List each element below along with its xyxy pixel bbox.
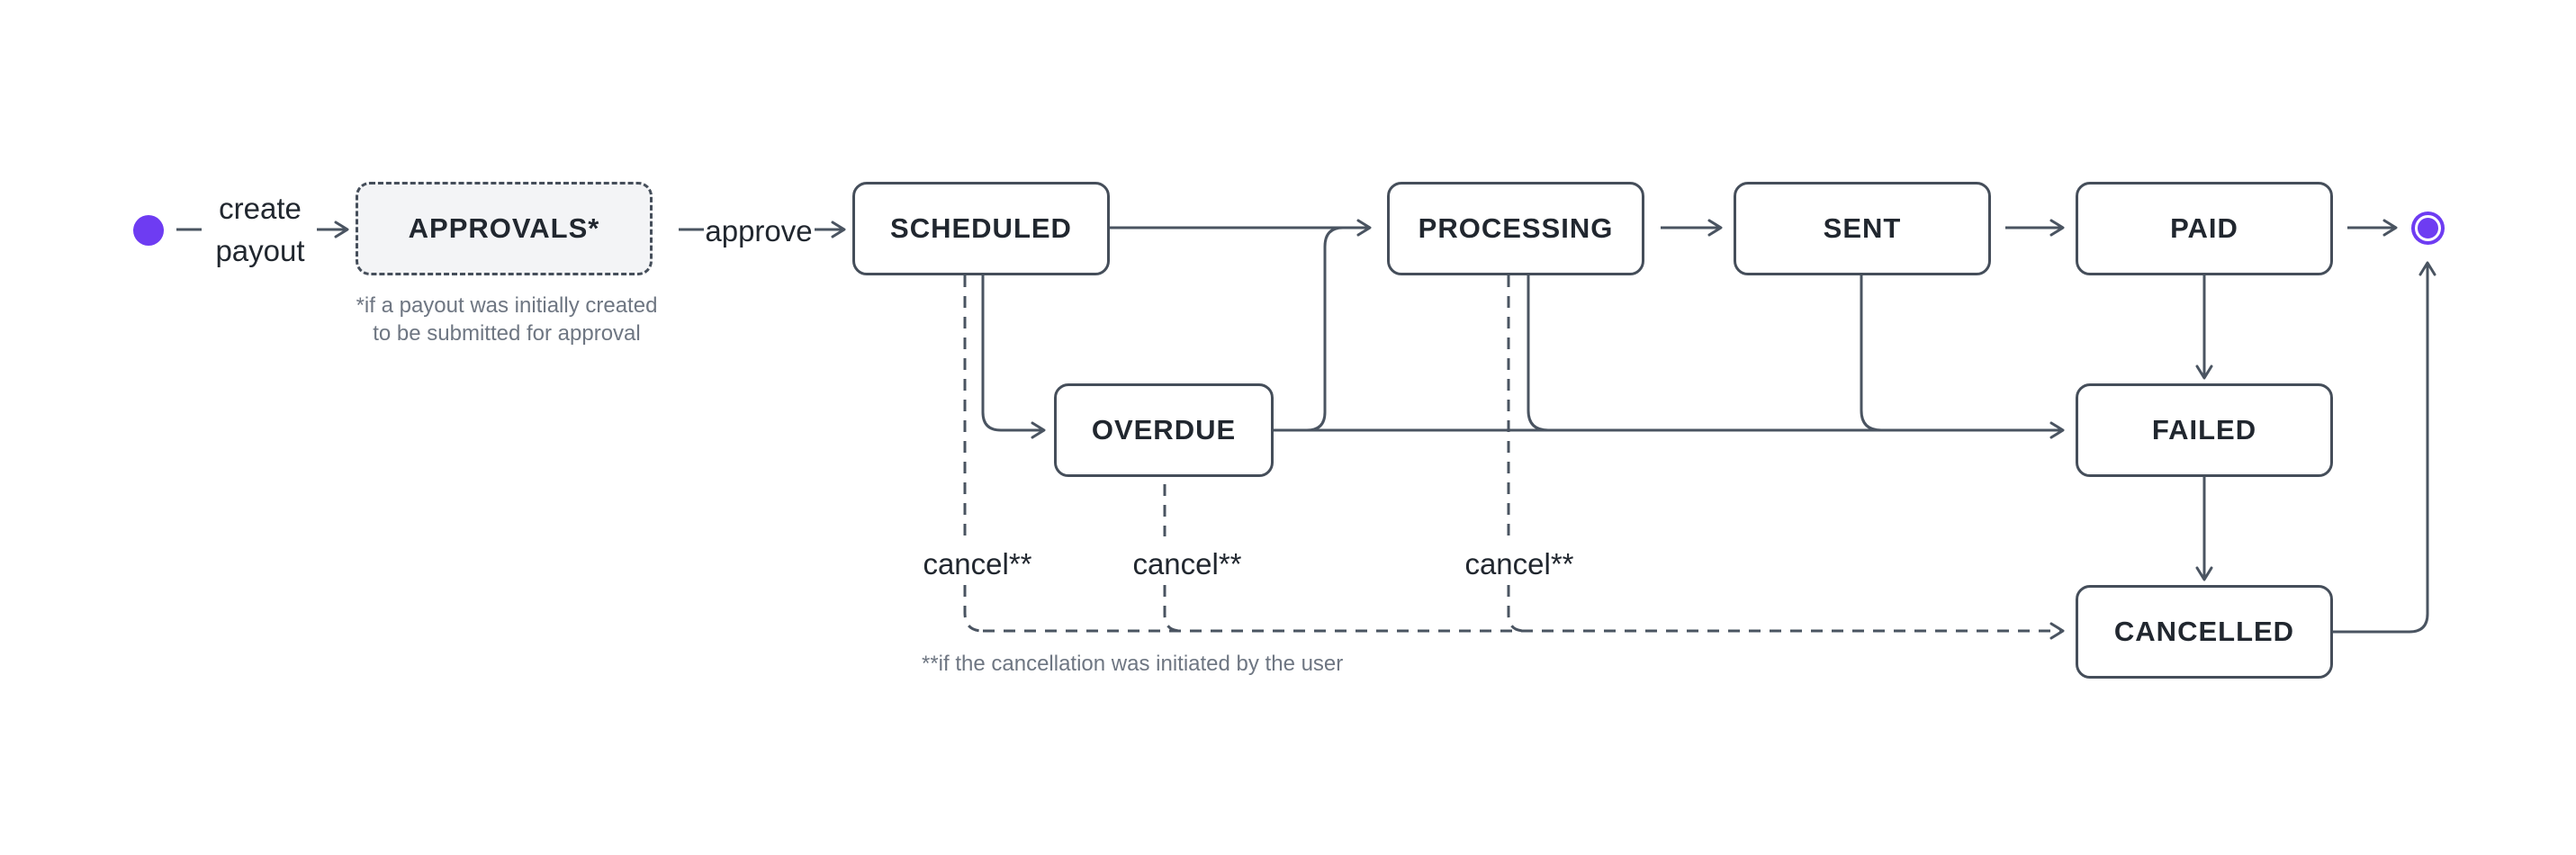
cancel-label-scheduled: cancel** bbox=[923, 547, 1032, 580]
start-state-dot bbox=[133, 215, 164, 246]
node-paid: PAID bbox=[2076, 182, 2333, 275]
edge-cancel-scheduled-lower bbox=[963, 585, 984, 633]
node-approvals: APPROVALS* bbox=[356, 182, 653, 275]
approvals-footnote: *if a payout was initially created to be… bbox=[327, 292, 687, 347]
edge-sent-to-failed bbox=[1860, 275, 1882, 432]
node-overdue: OVERDUE bbox=[1054, 383, 1274, 477]
edge-cancel-overdue-lower bbox=[1163, 585, 1182, 633]
node-failed: FAILED bbox=[2076, 383, 2333, 477]
edge-scheduled-to-overdue bbox=[981, 275, 1046, 439]
create-payout-label: create payout bbox=[193, 187, 328, 272]
create-payout-label-line1: create bbox=[219, 192, 302, 225]
edge-cancelled-to-end bbox=[2333, 261, 2436, 634]
approvals-footnote-line1: *if a payout was initially created bbox=[356, 293, 658, 318]
edge-overdue-to-processing bbox=[1306, 226, 1352, 432]
edge-cancel-processing-lower bbox=[1507, 585, 1526, 633]
approve-label: approve bbox=[705, 214, 813, 248]
edge-processing-to-failed bbox=[1527, 275, 1549, 432]
node-scheduled: SCHEDULED bbox=[852, 182, 1110, 275]
end-state-ring bbox=[2415, 215, 2441, 241]
node-processing: PROCESSING bbox=[1387, 182, 1644, 275]
approvals-footnote-line2: to be submitted for approval bbox=[373, 321, 641, 346]
create-payout-label-line2: payout bbox=[215, 234, 305, 267]
end-state-dot bbox=[2411, 212, 2445, 245]
node-sent: SENT bbox=[1734, 182, 1991, 275]
cancel-label-processing: cancel** bbox=[1464, 547, 1574, 580]
cancel-footnote: **if the cancellation was initiated by t… bbox=[922, 652, 1344, 676]
node-cancelled: CANCELLED bbox=[2076, 585, 2333, 679]
cancel-label-overdue: cancel** bbox=[1132, 547, 1242, 580]
